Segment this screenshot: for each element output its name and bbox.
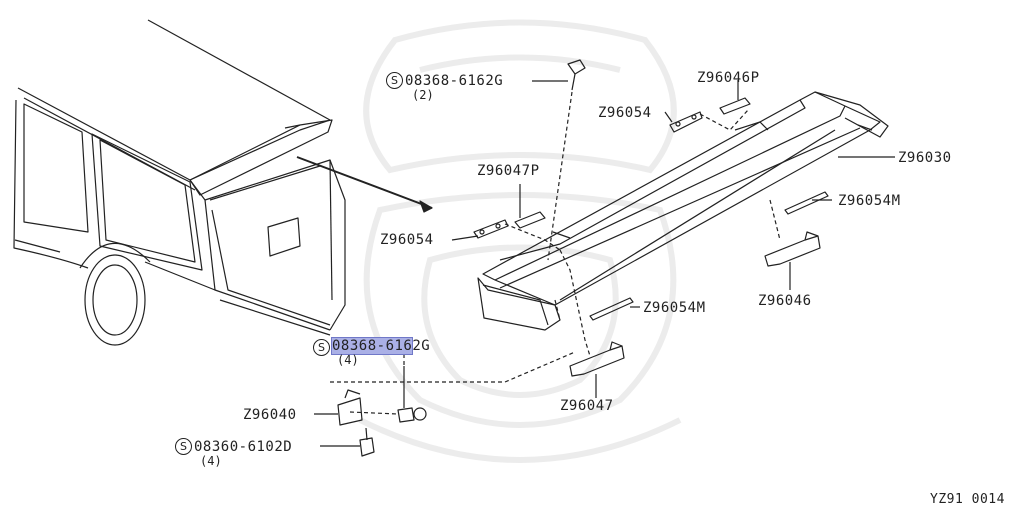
standard-part-mark: S — [175, 438, 192, 455]
part-number-suffix: 2G — [412, 338, 431, 354]
part-label-spoiler[interactable]: Z96030 — [898, 150, 952, 166]
standard-part-mark: S — [386, 72, 403, 89]
part-label-pad-left[interactable]: Z96047P — [477, 163, 540, 179]
part-label-bolt-bottom[interactable]: 08368-6162G — [332, 338, 430, 354]
reference-arrow — [296, 156, 433, 213]
qty-bolt-bottom: (4) — [337, 353, 359, 367]
part-label-gasket-left[interactable]: Z96054 — [380, 232, 434, 248]
part-label-seal-left[interactable]: Z96054M — [643, 300, 706, 316]
qty-bolt-top: (2) — [412, 88, 434, 102]
standard-part-mark: S — [313, 339, 330, 356]
part-label-bracket-right[interactable]: Z96046 — [758, 293, 812, 309]
small-parts — [337, 59, 829, 457]
part-label-clip[interactable]: Z96040 — [243, 407, 297, 423]
leader-lines — [314, 80, 895, 447]
spoiler-body — [477, 91, 889, 331]
part-label-seal-right[interactable]: Z96054M — [838, 193, 901, 209]
vehicle-rear — [13, 19, 346, 346]
qty-nut: (4) — [200, 454, 222, 468]
diagram-code: YZ91 0014 — [930, 492, 1005, 507]
part-label-bracket-left[interactable]: Z96047 — [560, 398, 614, 414]
part-label-pad-right[interactable]: Z96046P — [697, 70, 760, 86]
part-label-nut[interactable]: 08360-6102D — [194, 439, 293, 455]
highlighted-part-number: 08368-616 — [332, 338, 413, 354]
assembly-lines — [330, 91, 781, 415]
part-label-gasket-right[interactable]: Z96054 — [598, 105, 652, 121]
part-label-bolt-top[interactable]: 08368-6162G — [405, 73, 504, 89]
watermark-emblem — [358, 19, 682, 463]
